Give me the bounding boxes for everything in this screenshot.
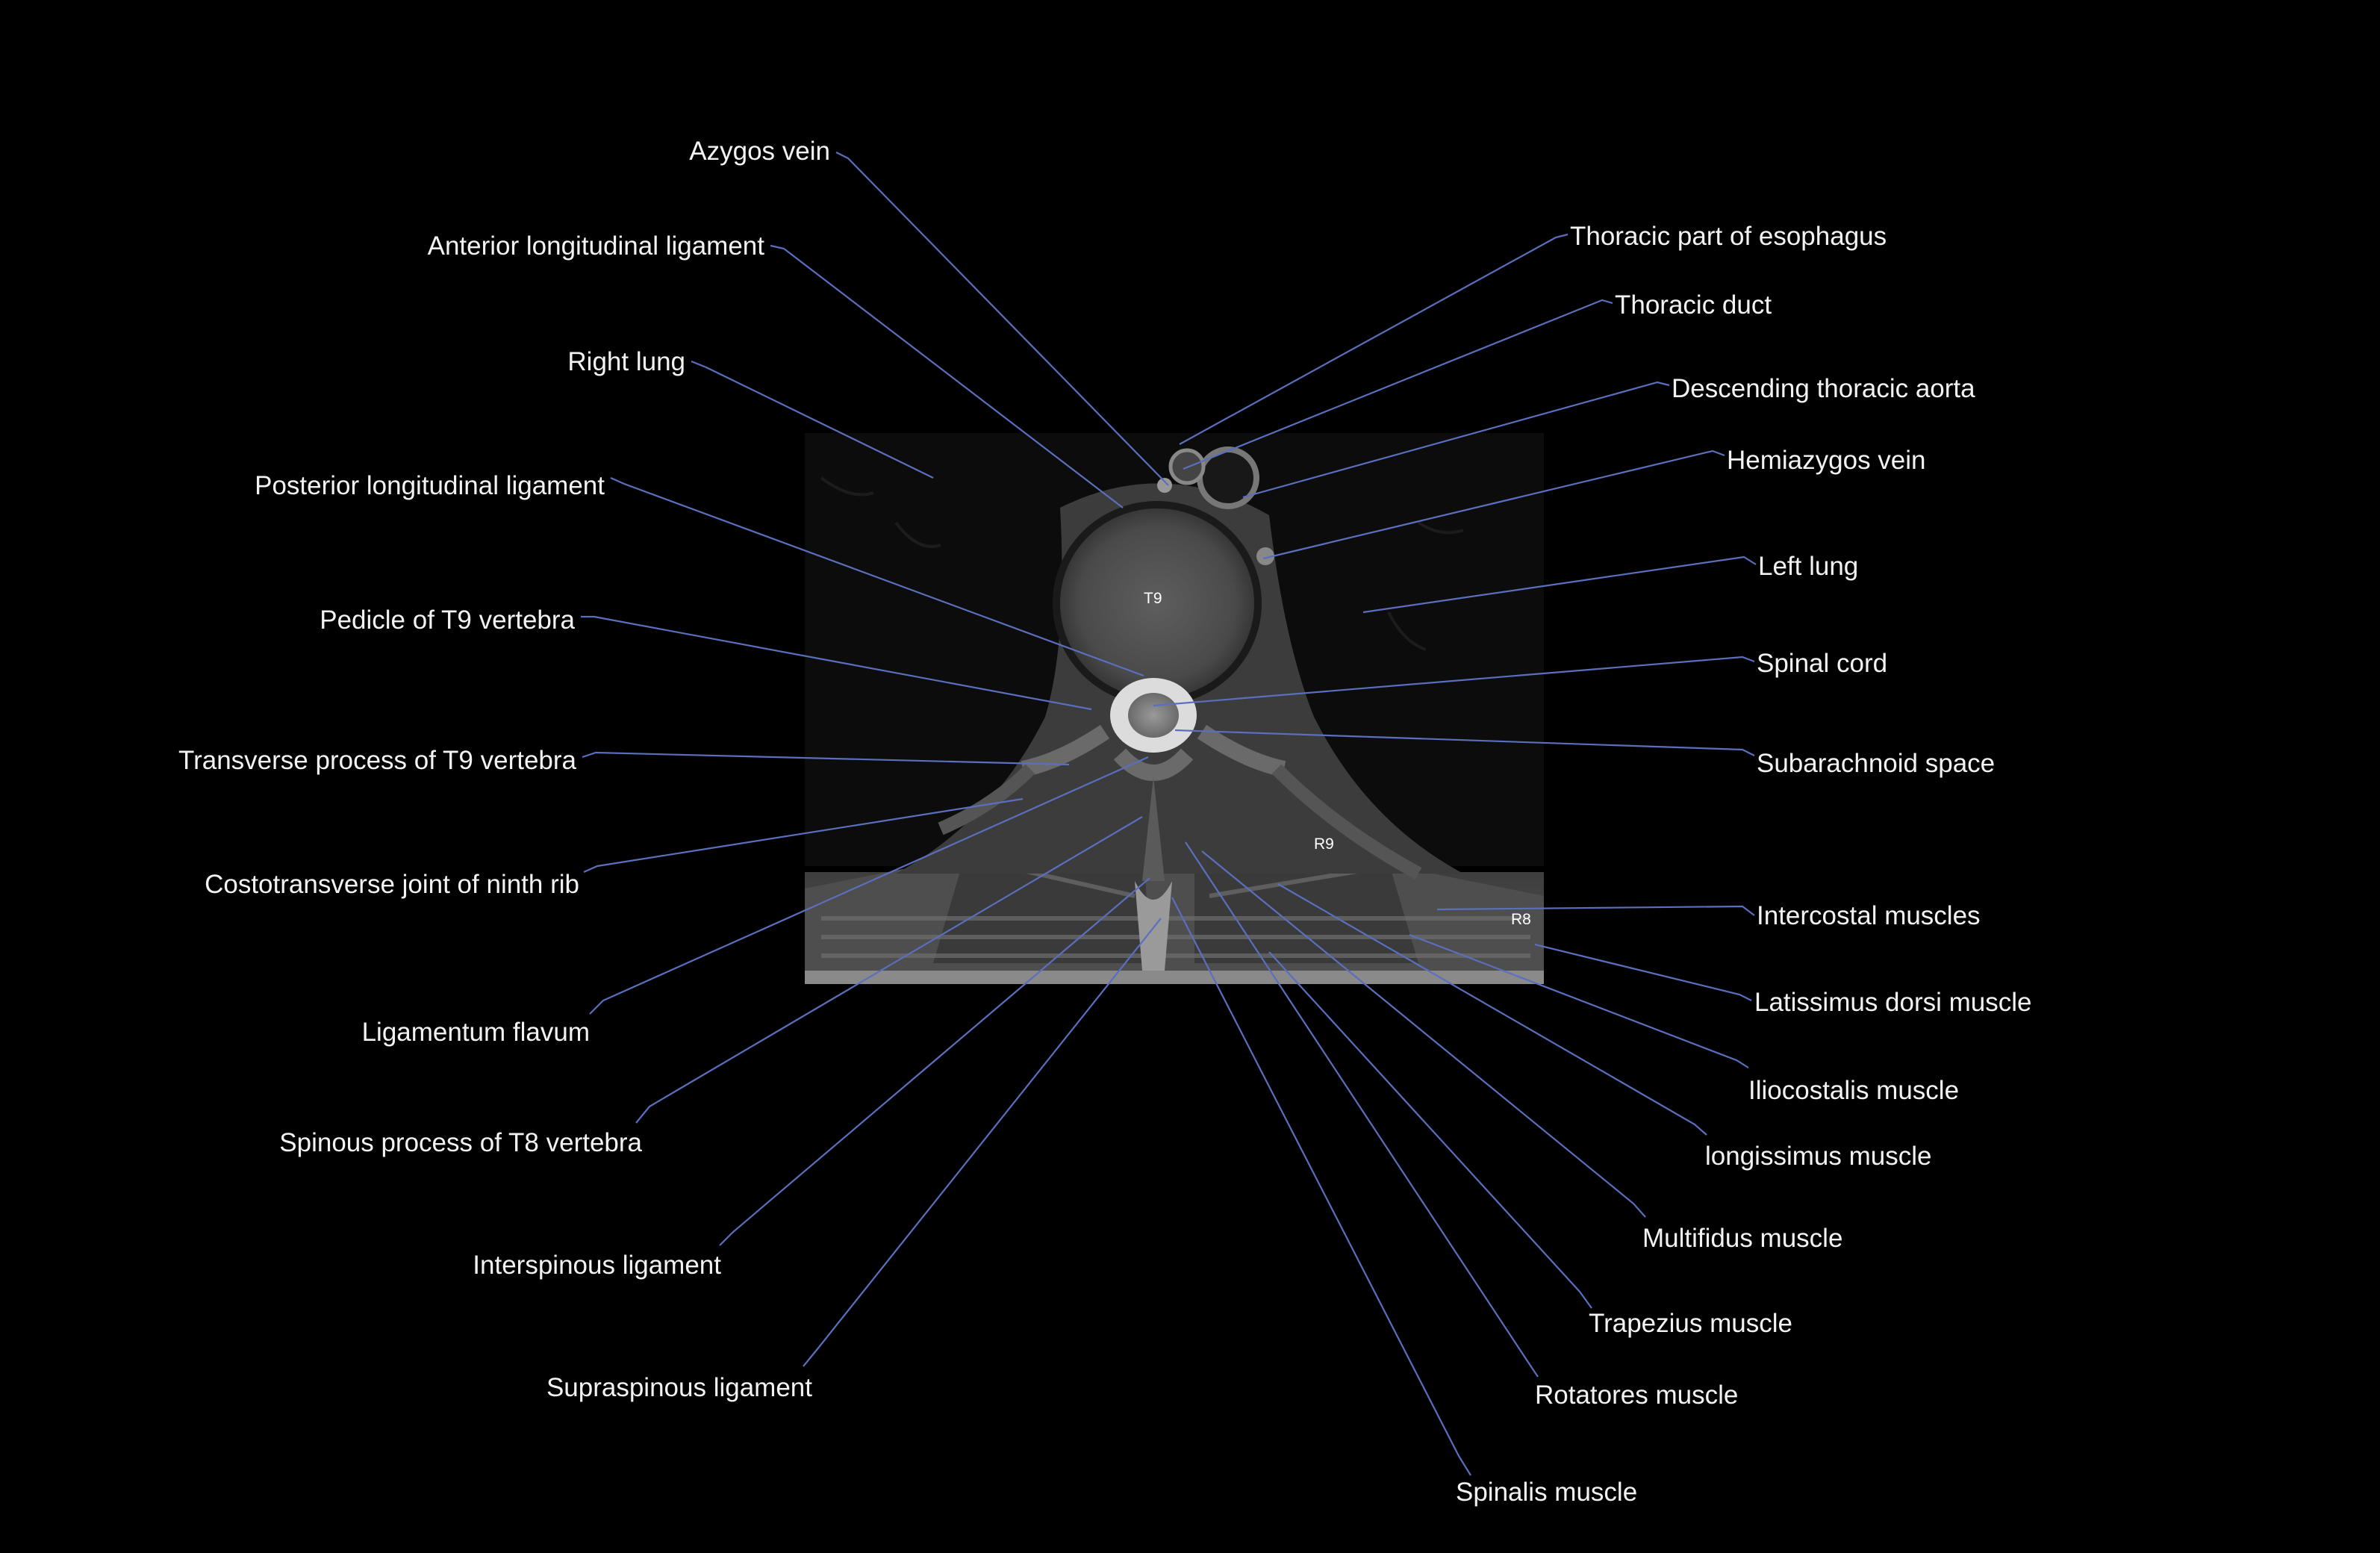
label-hemiazygos-vein: Hemiazygos vein (1727, 446, 1926, 475)
leader-supraspinous-ligament (803, 918, 1162, 1367)
label-pedicle-t9: Pedicle of T9 vertebra (320, 606, 575, 635)
leader-interspinous-ligament (719, 877, 1150, 1246)
leader-thoracic-esophagus (1179, 233, 1569, 445)
leader-rotatores (1185, 841, 1539, 1378)
leader-costotransverse-joint (583, 797, 1024, 874)
lung-vessel (820, 476, 1464, 651)
label-posterior-longitudinal-ligament: Posterior longitudinal ligament (255, 471, 605, 500)
leader-spinal-cord (1153, 656, 1755, 707)
label-azygos-vein: Azygos vein (689, 137, 830, 166)
leader-longissimus (1277, 883, 1707, 1136)
leader-multifidus (1201, 850, 1646, 1218)
leader-trapezius (1268, 951, 1592, 1309)
rib-left (1271, 764, 1422, 880)
rib9-label: R9 (1314, 835, 1334, 853)
label-left-lung: Left lung (1758, 552, 1858, 581)
rib-right (938, 764, 1035, 835)
leader-transverse-process-t9 (582, 751, 1070, 766)
label-descending-aorta: Descending thoracic aorta (1672, 374, 1975, 403)
hemiazygos-vessel (1256, 547, 1274, 565)
label-spinal-cord: Spinal cord (1757, 649, 1887, 678)
label-trapezius: Trapezius muscle (1589, 1309, 1792, 1338)
spinal-cord-shape (1128, 693, 1179, 738)
label-longissimus: longissimus muscle (1705, 1142, 1931, 1171)
leader-intercostal-muscles (1436, 905, 1755, 916)
rib8-label: R8 (1511, 911, 1531, 928)
label-ligamentum-flavum: Ligamentum flavum (362, 1018, 590, 1047)
leader-hemiazygos-vein (1262, 449, 1725, 560)
label-supraspinous-ligament: Supraspinous ligament (546, 1373, 812, 1402)
leader-spinalis (1171, 897, 1471, 1476)
label-thoracic-esophagus: Thoracic part of esophagus (1570, 222, 1887, 251)
leader-azygos-vein (835, 152, 1169, 486)
leader-ligamentum-flavum (589, 756, 1149, 1015)
label-transverse-process-t9: Transverse process of T9 vertebra (178, 746, 577, 775)
leader-pedicle-t9 (581, 615, 1092, 711)
leader-posterior-longitudinal-ligament (610, 476, 1144, 677)
fat-plane (1135, 881, 1172, 971)
label-thoracic-duct: Thoracic duct (1615, 290, 1772, 320)
leader-spinous-process-t8 (635, 816, 1143, 1124)
label-right-lung: Right lung (567, 347, 685, 376)
label-latissimus-dorsi: Latissimus dorsi muscle (1754, 988, 2032, 1017)
azygos-vessel (1157, 478, 1172, 493)
label-spinalis: Spinalis muscle (1456, 1478, 1637, 1507)
label-multifidus: Multifidus muscle (1642, 1224, 1842, 1253)
label-interspinous-ligament: Interspinous ligament (473, 1251, 721, 1280)
spinous-process (1142, 776, 1165, 881)
leader-subarachnoid-space (1174, 729, 1755, 756)
posterior-elements (1021, 724, 1286, 781)
left-labels: Azygos vein Anterior longitudinal ligame… (178, 137, 830, 1402)
leader-thoracic-duct (1183, 299, 1613, 470)
label-subarachnoid-space: Subarachnoid space (1757, 749, 1995, 778)
skin-edge (805, 971, 1544, 984)
leader-left-lung (1362, 555, 1757, 614)
muscle-striations (821, 856, 1530, 958)
vertebral-body (1056, 505, 1258, 702)
right-labels: Thoracic part of esophagus Thoracic duct… (1456, 222, 2032, 1507)
label-costotransverse-joint: Costotransverse joint of ninth rib (205, 870, 579, 899)
label-spinous-process-t8: Spinous process of T8 vertebra (279, 1128, 642, 1157)
leader-descending-aorta (1242, 381, 1670, 499)
label-intercostal-muscles: Intercostal muscles (1757, 901, 1981, 930)
leader-right-lung (691, 360, 934, 479)
leader-anterior-longitudinal-ligament (770, 244, 1124, 508)
label-rotatores: Rotatores muscle (1535, 1381, 1738, 1410)
label-iliocostalis: Iliocostalis muscle (1748, 1076, 1959, 1105)
leader-iliocostalis (1409, 933, 1749, 1068)
vertebra-label: T9 (1144, 590, 1162, 607)
label-anterior-longitudinal-ligament: Anterior longitudinal ligament (428, 231, 765, 261)
leader-lines (581, 152, 1757, 1476)
leader-latissimus-dorsi (1534, 943, 1752, 1001)
